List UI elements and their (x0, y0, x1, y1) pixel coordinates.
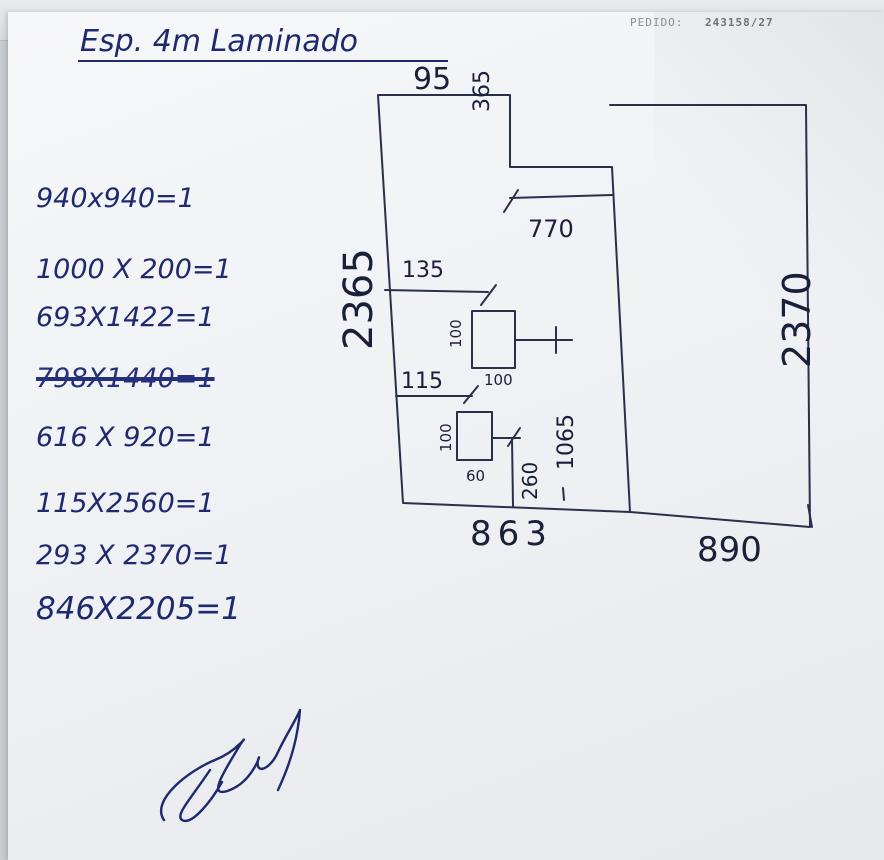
dim-line-135 (384, 289, 489, 293)
cut-item-3: 693X1422=1 (36, 302, 215, 333)
order-label: PEDIDO: (630, 16, 684, 29)
order-number: 243158/27 (704, 16, 774, 29)
tick-hole-2 (507, 427, 521, 447)
title-underline (78, 60, 448, 62)
bottom-tick (807, 504, 813, 528)
cut-item-4-crossed-out: 798X1440=1 (36, 363, 215, 394)
cut-item-8: 846X2205=1 (36, 591, 241, 627)
note-title: Esp. 4m Laminado (80, 24, 358, 59)
dim-95: 95 (413, 62, 452, 97)
cut-item-6: 115X2560=1 (36, 488, 215, 519)
order-header: PEDIDO: 243158/27 (630, 16, 774, 29)
dim-115: 115 (401, 369, 443, 394)
dim-135: 135 (402, 258, 444, 283)
dim-line-770 (509, 194, 613, 199)
tick-115 (463, 385, 479, 404)
cut-item-7: 293 X 2370=1 (36, 540, 232, 571)
left-panel-outline (377, 94, 631, 513)
dim-hole1-width: 100 (484, 371, 513, 389)
right-panel-outline (609, 104, 811, 528)
cut-item-1: 940x940=1 (36, 183, 195, 214)
hole-2 (456, 411, 493, 461)
dim-line-260 (511, 437, 514, 507)
dim-890: 890 (697, 530, 762, 570)
dim-mark-1065 (562, 487, 565, 501)
folded-corner (654, 12, 884, 342)
tick-135 (480, 284, 497, 306)
tick-770 (503, 189, 519, 213)
dim-863: 863 (470, 514, 553, 554)
cut-item-2: 1000 X 200=1 (36, 254, 232, 285)
dim-770: 770 (528, 215, 574, 243)
cut-item-5: 616 X 920=1 (36, 422, 215, 453)
dim-hole2-width: 60 (466, 467, 486, 485)
